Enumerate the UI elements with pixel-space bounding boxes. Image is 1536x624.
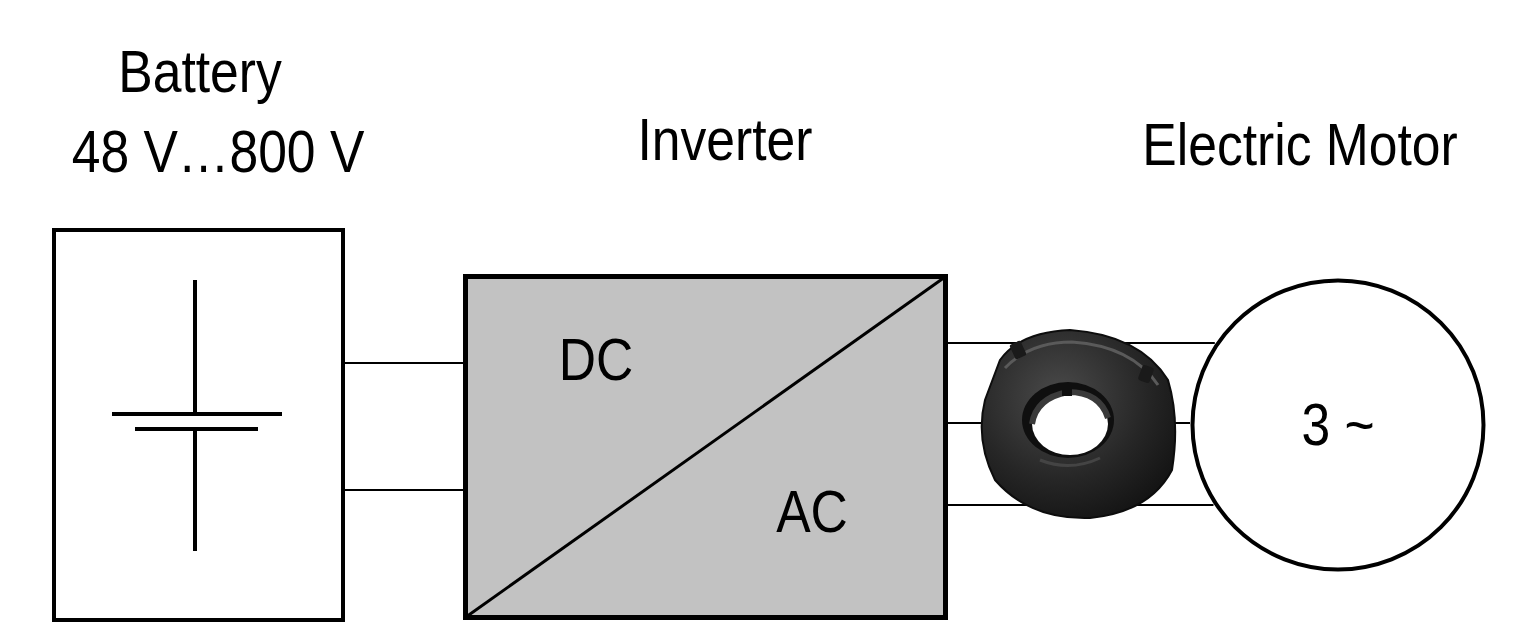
node-label: AC xyxy=(776,482,848,542)
node-heading: Inverter xyxy=(638,110,813,170)
inverter-box: InverterDCAC xyxy=(463,274,948,620)
node-label: 3 ~ xyxy=(1301,395,1374,455)
node-heading: Electric Motor xyxy=(1142,115,1457,175)
inverter-outline xyxy=(463,274,948,620)
power-wire xyxy=(345,362,463,364)
battery-symbol xyxy=(52,228,345,622)
node-label: 48 V…800 V xyxy=(72,122,365,182)
power-wire xyxy=(345,489,463,491)
node-label: DC xyxy=(559,330,634,390)
motor-circle: Electric Motor3 ~ xyxy=(1190,278,1486,572)
sensor-body xyxy=(982,330,1176,518)
battery-box: Battery48 V…800 V xyxy=(52,228,345,622)
node-heading: Battery xyxy=(118,42,281,102)
